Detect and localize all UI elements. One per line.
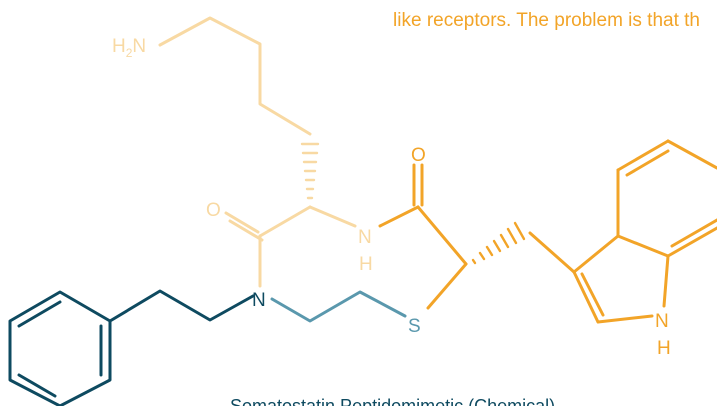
benzene-ring-outer <box>8 290 112 408</box>
hashed-wedge-lysine <box>300 142 320 200</box>
amide-hydrogen: H <box>359 254 373 275</box>
carbonyl-double-bond-a <box>224 211 260 234</box>
amine-chain-bonds <box>158 16 312 136</box>
figure-caption: Somatostatin Peptidomimetic (Chemical) <box>230 396 555 406</box>
tryptophan-fragment <box>378 139 717 324</box>
amine-label: H2N <box>112 36 146 60</box>
phenethyl-group <box>8 289 255 408</box>
benzo-c4-c5-bond <box>616 139 670 172</box>
carbonyl-to-stereocenter-bond <box>416 205 468 266</box>
linker-bonds <box>270 290 407 323</box>
indole-nitrogen: N <box>655 311 669 332</box>
benzo-c3a-c7a-bond <box>616 234 670 258</box>
indole-c2-n-bond <box>596 314 654 324</box>
lysine-side-chain <box>158 16 357 288</box>
benzo-c5-c6-bond <box>666 139 717 170</box>
indole-n-c7a-bond <box>662 254 670 308</box>
benzo-c4-c5-inner-bond <box>625 149 670 177</box>
methylene-to-indole-bond <box>528 231 576 274</box>
hashed-wedge-tryptophan <box>471 221 526 265</box>
sulfur-atom: S <box>408 316 421 337</box>
thioether-linker <box>270 290 407 323</box>
header-text: like receptors. The problem is that th <box>393 10 700 31</box>
indole-c2-c3-inner-bond <box>580 272 605 317</box>
stereocenter-to-sulfur-bond <box>426 262 468 310</box>
carbonyl-double-bond-b <box>228 219 264 242</box>
phenethyl-chain-bonds <box>108 289 255 323</box>
amide-nitrogen: N <box>358 227 372 248</box>
benzene-inner-bond-3 <box>17 373 57 398</box>
indole-hydrogen: H <box>657 338 671 359</box>
indole-c3-c2-bond <box>572 270 600 324</box>
tertiary-nitrogen: N <box>252 290 266 311</box>
alpha-carbon-to-amide-bond <box>308 205 357 228</box>
carbonyl-oxygen-left: O <box>206 200 221 221</box>
carbonyl-oxygen-right: O <box>411 145 426 166</box>
alpha-carbon-to-carbonyl-bond <box>258 205 312 238</box>
indole-c3-c3a-bond <box>572 234 620 274</box>
amide-to-carbonyl-bond <box>378 205 420 228</box>
benzene-inner-bond-2 <box>17 300 62 328</box>
benzo-c7a-c7-bond <box>666 226 717 258</box>
benzo-c7a-c7-inner-bond <box>670 218 717 248</box>
